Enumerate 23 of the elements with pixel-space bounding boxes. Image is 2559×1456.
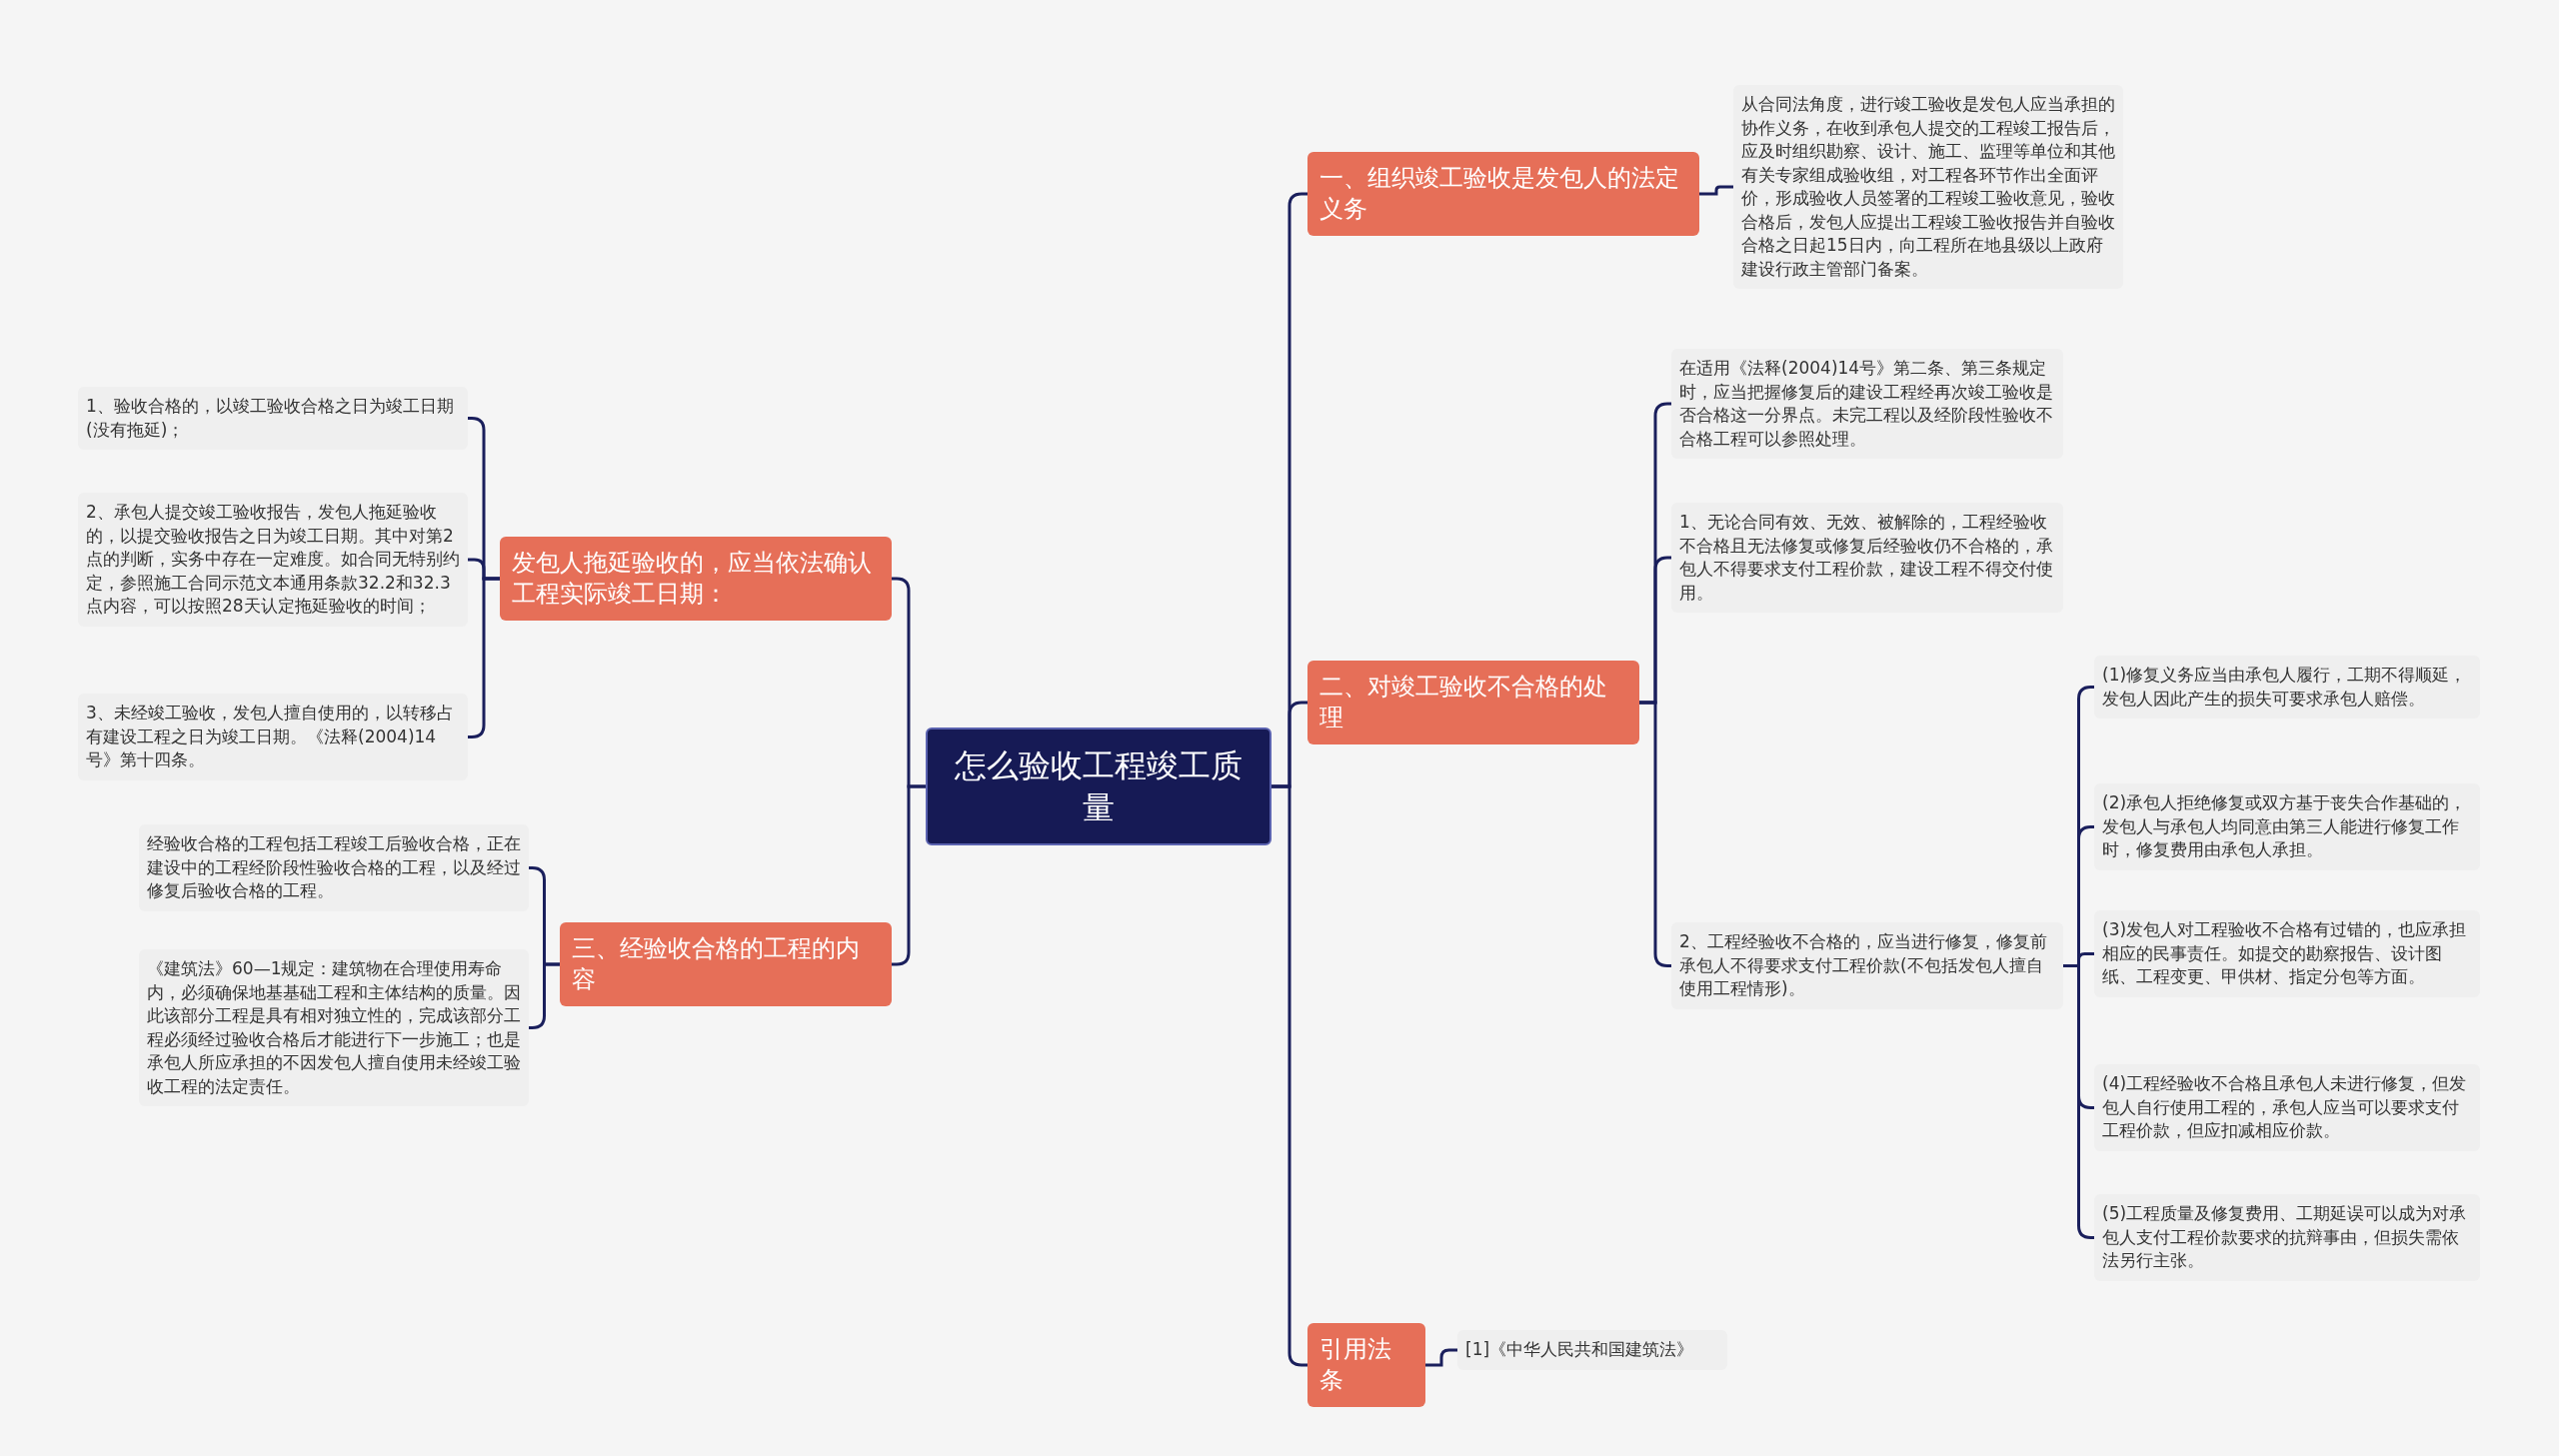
branch-topic: 发包人拖延验收的，应当依法确认工程实际竣工日期：: [500, 537, 892, 621]
connector-line: [1425, 1348, 1457, 1367]
detail-note: (1)修复义务应当由承包人履行，工期不得顺延，发包人因此产生的损失可要求承包人赔偿。: [2094, 656, 2480, 719]
central-topic: 怎么验收工程竣工质量: [926, 728, 1272, 845]
detail-note: (5)工程质量及修复费用、工期延误可以成为对承包人支付工程价款要求的抗辩事由，但损失需依法另行主张。: [2094, 1194, 2480, 1281]
detail-note: 《建筑法》60—1规定：建筑物在合理使用寿命内，必须确保地基基础工程和主体结构的质量。因此该部分工程是具有相对独立性的，完成该部分工程必须经过验收合格后才能进行下一步施工；也是承包人所应承担的不因发包人擅自使用未经竣工验收工程的法定责任。: [139, 949, 529, 1106]
branch-topic: 二、对竣工验收不合格的处理: [1307, 661, 1639, 744]
detail-note: 3、未经竣工验收，发包人擅自使用的，以转移占有建设工程之日为竣工日期。《法释(2004)14号》第十四条。: [78, 694, 468, 780]
detail-note: 从合同法角度，进行竣工验收是发包人应当承担的协作义务，在收到承包人提交的工程竣工报告后，应及时组织勘察、设计、施工、监理等单位和其他有关专家组成验收组，对工程各环节作出全面评价，形成验收人员签署的工程竣工验收意见，验收合格后，发包人应提出工程竣工验收报告并自验收合格之日起15日内，向工程所在地县级以上政府建设行政主管部门备案。: [1733, 85, 2123, 289]
detail-note: 2、工程经验收不合格的，应当进行修复，修复前承包人不得要求支付工程价款(不包括发包人擅自使用工程情形)。: [1671, 922, 2063, 1009]
detail-note: 在适用《法释(2004)14号》第二条、第三条规定时，应当把握修复后的建设工程经再次竣工验收是否合格这一分界点。未完工程以及经阶段性验收不合格工程可以参照处理。: [1671, 349, 2063, 459]
detail-note: (2)承包人拒绝修复或双方基于丧失合作基础的，发包人与承包人均同意由第三人能进行修复工作时，修复费用由承包人承担。: [2094, 783, 2480, 870]
detail-note: 经验收合格的工程包括工程竣工后验收合格，正在建设中的工程经阶段性验收合格的工程，以及经过修复后验收合格的工程。: [139, 824, 529, 911]
branch-topic: 引用法条: [1307, 1323, 1425, 1407]
detail-note: (3)发包人对工程验收不合格有过错的，也应承担相应的民事责任。如提交的勘察报告、设计图纸、工程变更、甲供材、指定分包等方面。: [2094, 910, 2480, 997]
detail-note: (4)工程经验收不合格且承包人未进行修复，但发包人自行使用工程的，承包人应当可以要求支付工程价款，但应扣减相应价款。: [2094, 1064, 2480, 1151]
branch-topic: 一、组织竣工验收是发包人的法定义务: [1307, 152, 1699, 236]
detail-note: [1]《中华人民共和国建筑法》: [1457, 1330, 1727, 1370]
detail-note: 1、无论合同有效、无效、被解除的，工程经验收不合格且无法修复或修复后经验收仍不合格的，承包人不得要求支付工程价款，建设工程不得交付使用。: [1671, 503, 2063, 613]
connector-line: [1699, 185, 1733, 196]
detail-note: 1、验收合格的，以竣工验收合格之日为竣工日期(没有拖延)；: [78, 387, 468, 450]
branch-topic: 三、经验收合格的工程的内容: [560, 922, 892, 1006]
detail-note: 2、承包人提交竣工验收报告，发包人拖延验收的，以提交验收报告之日为竣工日期。其中对第2点的判断，实务中存在一定难度。如合同无特别约定，参照施工合同示范文本通用条款32.2和32.3点内容，可以按照28天认定拖延验收的时间；: [78, 493, 468, 627]
